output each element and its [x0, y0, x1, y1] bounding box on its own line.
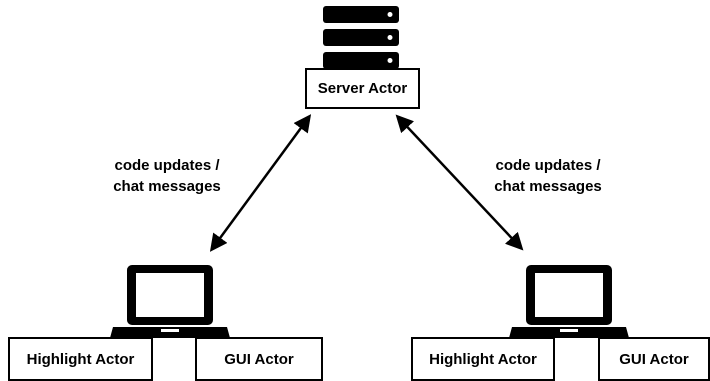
laptop-icon — [509, 265, 629, 338]
highlight-actor-label: Highlight Actor — [26, 350, 135, 368]
edge-label-right: code updates / chat messages — [473, 155, 623, 197]
edge-label-left: code updates / chat messages — [92, 155, 242, 197]
server-icon — [323, 6, 399, 69]
server-actor-label: Server Actor — [317, 80, 408, 97]
highlight-actor-label: Highlight Actor — [429, 350, 537, 368]
edge-label-line: code updates / — [114, 157, 220, 174]
arrow-right — [395, 114, 524, 251]
gui-actor-box: GUI Actor — [598, 337, 710, 381]
edge-label-line: chat messages — [494, 178, 602, 195]
arrow-left — [209, 114, 312, 252]
gui-actor-label: GUI Actor — [619, 350, 689, 368]
gui-actor-label: GUI Actor — [224, 350, 294, 368]
highlight-actor-box: Highlight Actor — [411, 337, 555, 381]
laptop-icon — [110, 265, 230, 338]
server-actor-box: Server Actor — [305, 68, 420, 109]
edge-label-line: chat messages — [113, 178, 221, 195]
highlight-actor-box: Highlight Actor — [8, 337, 153, 381]
gui-actor-box: GUI Actor — [195, 337, 323, 381]
edge-label-line: code updates / — [495, 157, 601, 174]
